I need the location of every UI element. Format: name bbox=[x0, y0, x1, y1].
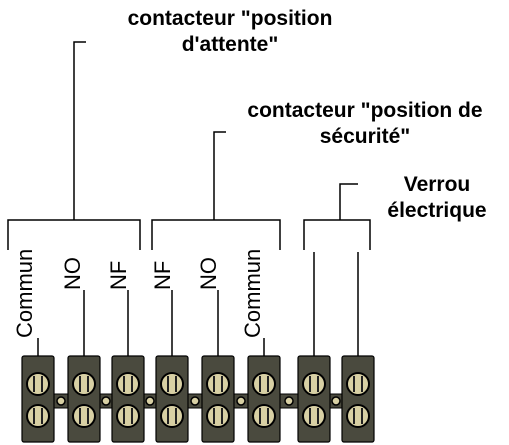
group-title-securite: contacteur "position de sécurité" bbox=[220, 98, 509, 150]
group-title-line: d'attente" bbox=[181, 33, 279, 56]
terminal-block bbox=[111, 355, 145, 443]
bracket-securite bbox=[151, 219, 281, 250]
terminal-screw bbox=[72, 404, 96, 428]
bracket-attente bbox=[7, 219, 141, 250]
terminal-label-no: NO bbox=[60, 257, 85, 290]
terminal-label-commun: Commun bbox=[240, 248, 265, 338]
terminal-screw bbox=[72, 372, 96, 396]
link-rivet bbox=[190, 396, 200, 406]
group-title-line: électrique bbox=[387, 199, 487, 222]
terminal-screw bbox=[116, 372, 140, 396]
terminal-screw bbox=[346, 404, 370, 428]
terminal-screw bbox=[160, 404, 184, 428]
terminal-label-nf: NF bbox=[150, 260, 175, 290]
terminal-label-no: NO bbox=[196, 257, 221, 290]
terminal-screw bbox=[206, 372, 230, 396]
terminal-strip bbox=[21, 355, 375, 443]
terminal-block bbox=[297, 355, 331, 443]
terminal-screw bbox=[26, 372, 50, 396]
terminal-screw bbox=[302, 404, 326, 428]
terminal-label-nf: NF bbox=[106, 260, 131, 290]
bracket-securite-top bbox=[213, 131, 226, 220]
group-title-attente: contacteur "position d'attente" bbox=[80, 6, 380, 58]
link-rivet bbox=[145, 396, 155, 406]
bracket-verrou-top bbox=[339, 183, 358, 220]
group-title-line: contacteur "position de bbox=[247, 99, 483, 122]
terminal-block bbox=[67, 355, 101, 443]
terminal-block bbox=[21, 355, 55, 443]
link-rivet bbox=[56, 396, 66, 406]
group-title-line: sécurité" bbox=[319, 125, 411, 148]
group-title-line: contacteur "position bbox=[127, 7, 333, 30]
terminal-screw bbox=[116, 404, 140, 428]
terminal-block bbox=[201, 355, 235, 443]
terminal-block bbox=[341, 355, 375, 443]
link-rivet bbox=[284, 396, 294, 406]
terminal-screw bbox=[252, 404, 276, 428]
bracket-attente-top bbox=[73, 41, 86, 220]
terminal-block bbox=[247, 355, 281, 443]
link-rivet bbox=[236, 396, 246, 406]
terminal-block bbox=[155, 355, 189, 443]
group-title-verrou: Verrou électrique bbox=[372, 172, 502, 224]
terminal-screw bbox=[206, 404, 230, 428]
terminal-screw bbox=[160, 372, 184, 396]
terminal-screw bbox=[252, 372, 276, 396]
bracket-lines bbox=[7, 41, 371, 356]
group-title-line: Verrou bbox=[403, 173, 471, 196]
link-rivet bbox=[331, 396, 341, 406]
terminal-label-commun: Commun bbox=[12, 248, 37, 338]
terminal-screw bbox=[26, 404, 50, 428]
bracket-verrou bbox=[303, 219, 371, 250]
link-rivet bbox=[101, 396, 111, 406]
terminal-screw bbox=[302, 372, 326, 396]
terminal-screw bbox=[346, 372, 370, 396]
